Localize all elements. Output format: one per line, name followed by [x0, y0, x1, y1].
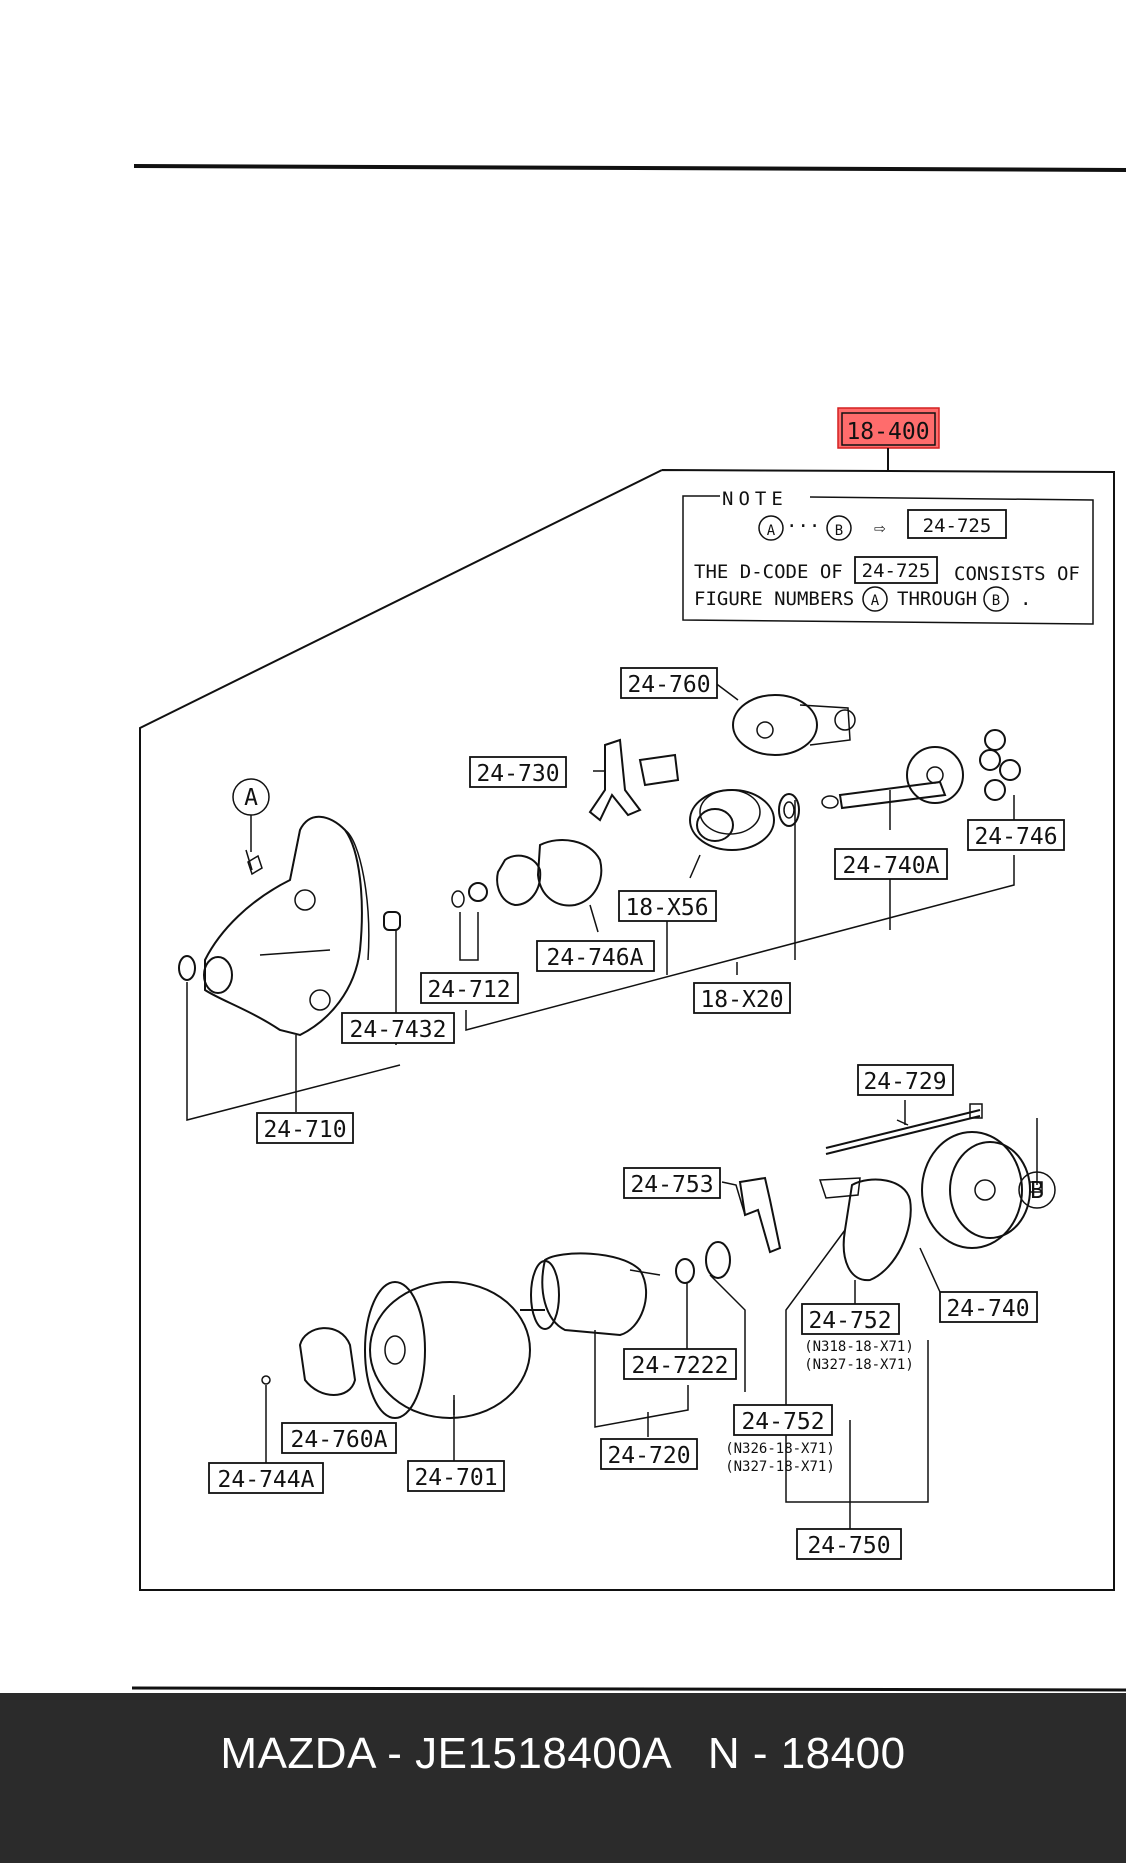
- label-24-730: 24-730: [476, 761, 559, 787]
- label-24-752-upper: 24-752: [808, 1308, 891, 1334]
- svg-text:NOTE: NOTE: [722, 488, 788, 510]
- label-18-x20: 18-X20: [700, 987, 783, 1013]
- svg-text:A: A: [767, 523, 776, 539]
- label-24-7222: 24-7222: [632, 1353, 729, 1379]
- label-24-752-lower-sub1: (N326-18-X71): [725, 1441, 835, 1457]
- footer-title: MAZDA - JE1518400A N - 18400: [220, 1729, 906, 1778]
- parts-diagram: 18-400 NOTE A ··· B ⇨ 24-725 THE D-CODE …: [131, 164, 1126, 1692]
- svg-text:CONSISTS OF: CONSISTS OF: [954, 563, 1080, 585]
- leader-lines: [186, 681, 1015, 1529]
- main-code-label: 18-400: [846, 419, 929, 445]
- svg-text:B: B: [992, 593, 1000, 609]
- svg-text:FIGURE NUMBERS: FIGURE NUMBERS: [694, 588, 854, 610]
- note-box: NOTE A ··· B ⇨ 24-725 THE D-CODE OF 24-7…: [682, 488, 1094, 625]
- svg-text:24-725: 24-725: [862, 560, 931, 582]
- label-24-750: 24-750: [807, 1533, 890, 1559]
- front-housing-drawing: [178, 815, 401, 1037]
- svg-text:.: .: [1020, 588, 1031, 610]
- label-24-701: 24-701: [414, 1465, 497, 1491]
- label-24-753: 24-753: [630, 1172, 713, 1198]
- part-labels: 24-760 24-730 24-746 24-740A 18-X56 24-7…: [208, 667, 1065, 1560]
- label-24-752-lower-sub2: (N327-18-X71): [725, 1459, 835, 1475]
- bottom-rule: [131, 1686, 1126, 1692]
- label-24-746a: 24-746A: [547, 945, 644, 971]
- label-24-760a: 24-760A: [291, 1427, 388, 1453]
- marker-b-text: B: [1030, 1178, 1044, 1204]
- diagram-frame: [139, 469, 1115, 1591]
- label-18-x56: 18-X56: [625, 895, 708, 921]
- label-24-740a: 24-740A: [843, 853, 940, 879]
- svg-text:B: B: [835, 523, 843, 539]
- label-24-720: 24-720: [607, 1443, 690, 1469]
- label-24-752-lower: 24-752: [741, 1409, 824, 1435]
- top-rule: [133, 164, 1126, 172]
- label-24-710: 24-710: [263, 1117, 346, 1143]
- label-24-752-upper-sub2: (N327-18-X71): [804, 1357, 914, 1373]
- label-24-7432: 24-7432: [350, 1017, 447, 1043]
- label-24-746: 24-746: [974, 824, 1057, 850]
- svg-text:···: ···: [786, 515, 820, 537]
- main-code-highlight[interactable]: [837, 407, 940, 449]
- marker-a-text: A: [244, 785, 258, 811]
- label-24-729: 24-729: [863, 1069, 946, 1095]
- lower-parts-drawing: [261, 1103, 1056, 1470]
- upper-parts-drawing: [451, 694, 1021, 908]
- svg-text:⇨: ⇨: [874, 517, 885, 539]
- label-24-752-upper-sub1: (N318-18-X71): [804, 1339, 914, 1355]
- label-24-740: 24-740: [946, 1296, 1029, 1322]
- label-24-712: 24-712: [427, 977, 510, 1003]
- label-24-760: 24-760: [627, 672, 710, 698]
- label-24-744a: 24-744A: [218, 1467, 315, 1493]
- svg-text:A: A: [871, 593, 880, 609]
- footer-bar: MAZDA - JE1518400A N - 18400: [0, 1693, 1126, 1863]
- svg-text:THROUGH: THROUGH: [897, 588, 977, 610]
- svg-text:24-725: 24-725: [923, 515, 992, 537]
- svg-text:THE D-CODE OF: THE D-CODE OF: [694, 561, 843, 583]
